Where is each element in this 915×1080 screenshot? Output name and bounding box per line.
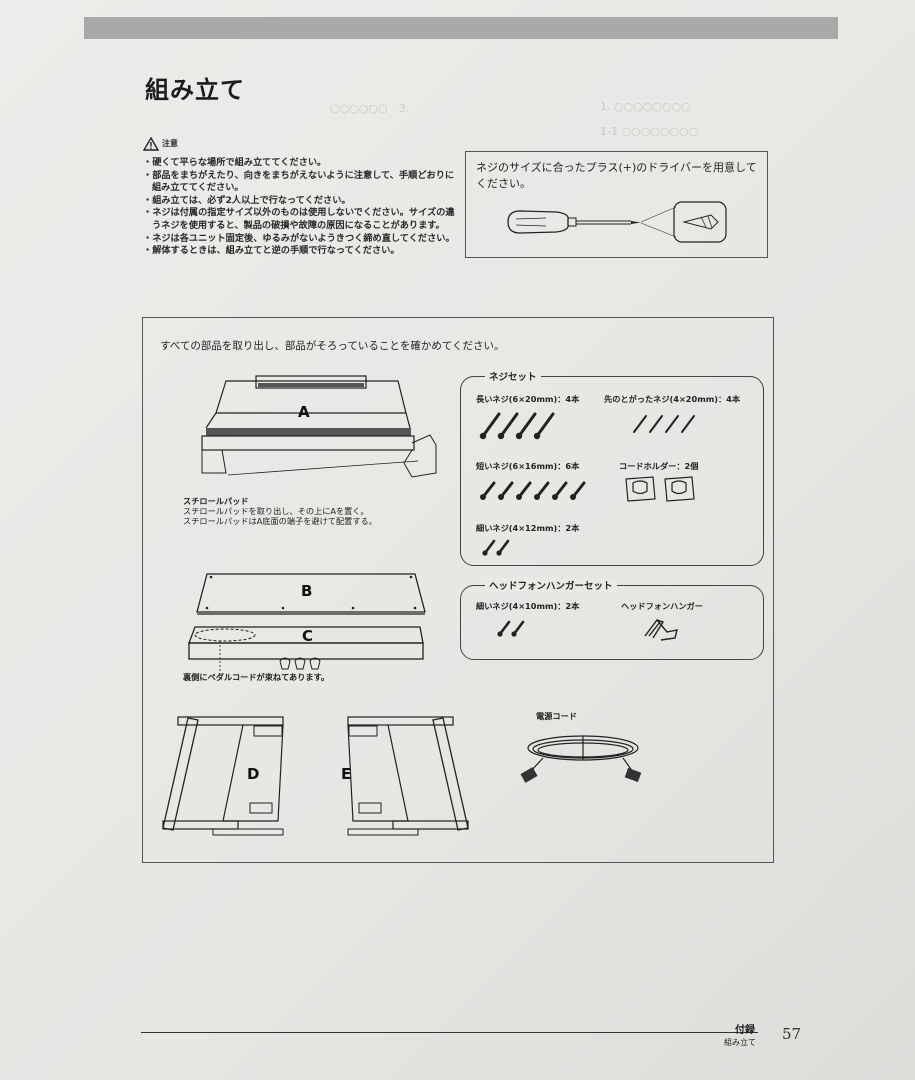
footer-subsection-label: 組み立て	[724, 1038, 756, 1047]
caution-item: ネジは各ユニット固定後、ゆるみがないようきつく締め直してください。	[143, 233, 461, 246]
header-bar	[84, 17, 838, 39]
cord-holders-icon	[625, 476, 695, 502]
screwdriver-icon	[507, 201, 727, 243]
styrofoam-line2: スチロールパッドはA底面の端子を避けて配置する。	[183, 516, 377, 526]
short-screw-label: 短いネジ(6×16mm)：6本	[476, 461, 580, 471]
headphone-set-title: ヘッドフォンハンガーセット	[485, 578, 617, 592]
headphone-hanger-label: ヘッドフォンハンガー	[621, 601, 703, 611]
bleed-through-text: 1. ○○○○○○○○	[600, 100, 691, 113]
power-cord-label: 電源コード	[536, 711, 577, 721]
pointed-screw-label: 先のとがったネジ(4×20mm)：4本	[604, 394, 741, 404]
page-title: 組み立て	[145, 76, 245, 104]
part-e-drawing	[347, 716, 469, 836]
headphone-hanger-icon	[644, 619, 678, 641]
footer-section-label: 付録	[735, 1025, 755, 1036]
headphone-screw-label: 細いネジ(4×10mm)：2本	[476, 601, 580, 611]
styrofoam-title: スチロールパッド	[183, 496, 249, 506]
screwdriver-note-box: ネジのサイズに合ったプラス(+)のドライバーを用意してください。	[465, 151, 768, 258]
styrofoam-line1: スチロールパッドを取り出し、その上にAを置く。	[183, 506, 369, 516]
caution-item: ネジは付属の指定サイズ以外のものは使用しないでください。サイズの違うネジを使用す…	[143, 207, 461, 232]
part-label-a: A	[298, 403, 310, 421]
part-label-d: D	[247, 765, 260, 783]
thin-screw-label: 細いネジ(4×12mm)：2本	[476, 523, 580, 533]
styrofoam-note: スチロールパッド スチロールパッドを取り出し、その上にAを置く。 スチロールパッ…	[183, 496, 377, 526]
caution-label: 注意	[162, 138, 178, 148]
parts-intro: すべての部品を取り出し、部品がそろっていることを確かめてください。	[160, 340, 505, 352]
screw-set-box: ネジセット 長いネジ(6×20mm)：4本 先のとがったネジ(4×20mm)：4…	[460, 369, 764, 566]
short-screws-icon	[480, 481, 586, 500]
cord-holder-label: コードホルダー：2個	[619, 461, 699, 471]
part-b-drawing	[196, 573, 426, 615]
pointed-screws-icon	[633, 415, 695, 433]
part-label-e: E	[341, 765, 352, 783]
caution-item: 組み立ては、必ず2人以上で行なってください。	[143, 195, 461, 208]
part-a-drawing	[201, 375, 437, 478]
caution-list: 硬くて平らな場所で組み立ててください。 部品をまちがえたり、向きをまちがえないよ…	[143, 157, 461, 258]
caution-item: 解体するときは、組み立てと逆の手順で行なってください。	[143, 245, 461, 258]
screwdriver-note: ネジのサイズに合ったプラス(+)のドライバーを用意してください。	[476, 161, 757, 190]
footer-rule	[141, 1032, 758, 1033]
caution-section: 注意 硬くて平らな場所で組み立ててください。 部品をまちがえたり、向きをまちがえ…	[143, 137, 461, 258]
part-d-drawing	[162, 716, 284, 836]
long-screws-icon	[479, 412, 555, 440]
caution-item: 硬くて平らな場所で組み立ててください。	[143, 157, 461, 170]
warning-icon	[143, 137, 159, 151]
part-c-drawing	[188, 626, 424, 679]
power-cord-icon	[520, 735, 642, 783]
pedal-cord-note: 裏側にペダルコードが束ねてあります。	[183, 672, 330, 682]
headphone-screws-icon	[497, 620, 525, 637]
long-screw-label: 長いネジ(6×20mm)：4本	[476, 394, 580, 404]
page-number: 57	[782, 1025, 802, 1043]
part-label-b: B	[301, 582, 313, 600]
thin-screws-icon	[482, 539, 510, 556]
bleed-through-text: ○○○○○○ 3.	[330, 102, 410, 115]
caution-item: 部品をまちがえたり、向きをまちがえないように注意して、手順どおりに組み立ててくだ…	[143, 170, 461, 195]
headphone-hanger-set-box: ヘッドフォンハンガーセット 細いネジ(4×10mm)：2本 ヘッドフォンハンガー	[460, 578, 764, 660]
part-label-c: C	[302, 627, 314, 645]
bleed-through-text: 1-1 ○○○○○○○○	[600, 125, 699, 138]
screw-set-title: ネジセット	[485, 369, 541, 383]
parts-checklist-frame: すべての部品を取り出し、部品がそろっていることを確かめてください。 A スチロー…	[142, 317, 774, 863]
